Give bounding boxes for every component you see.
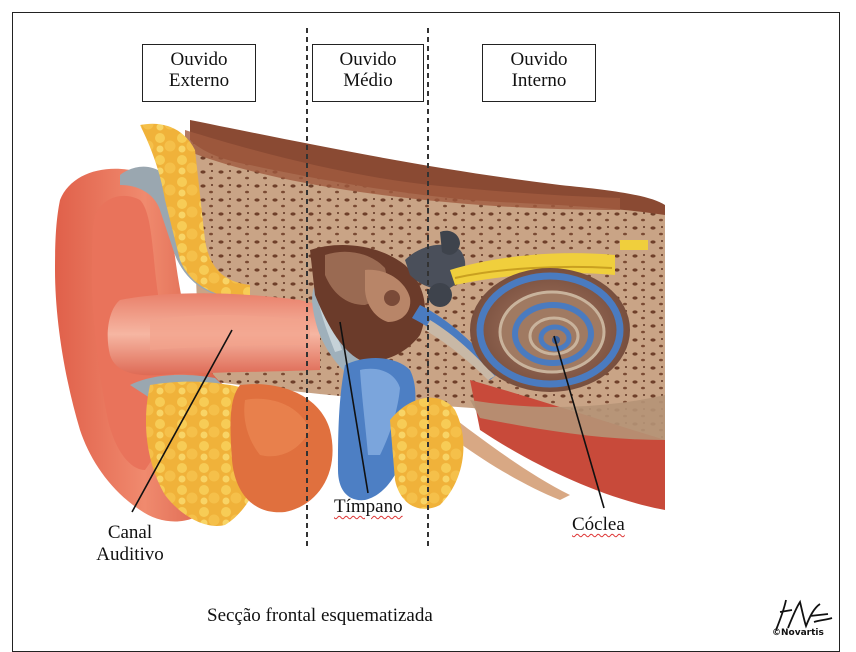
label-coclea: Cóclea xyxy=(572,514,625,536)
label-canal-auditivo: Canal Auditivo xyxy=(80,522,180,566)
region-external-line1: Ouvido xyxy=(143,49,255,70)
region-box-internal-ear: Ouvido Interno xyxy=(482,44,596,102)
region-box-middle-ear: Ouvido Médio xyxy=(312,44,424,102)
figure-caption: Secção frontal esquematizada xyxy=(207,605,433,627)
region-middle-line2: Médio xyxy=(313,70,423,91)
copyright-novartis: ©Novartis xyxy=(772,628,824,638)
region-external-line2: Externo xyxy=(143,70,255,91)
label-timpano: Tímpano xyxy=(334,496,403,518)
region-middle-line1: Ouvido xyxy=(313,49,423,70)
region-internal-line1: Ouvido xyxy=(483,49,595,70)
label-canal-line1: Canal xyxy=(80,522,180,544)
region-internal-line2: Interno xyxy=(483,70,595,91)
region-box-external-ear: Ouvido Externo xyxy=(142,44,256,102)
label-canal-line2: Auditivo xyxy=(80,544,180,566)
